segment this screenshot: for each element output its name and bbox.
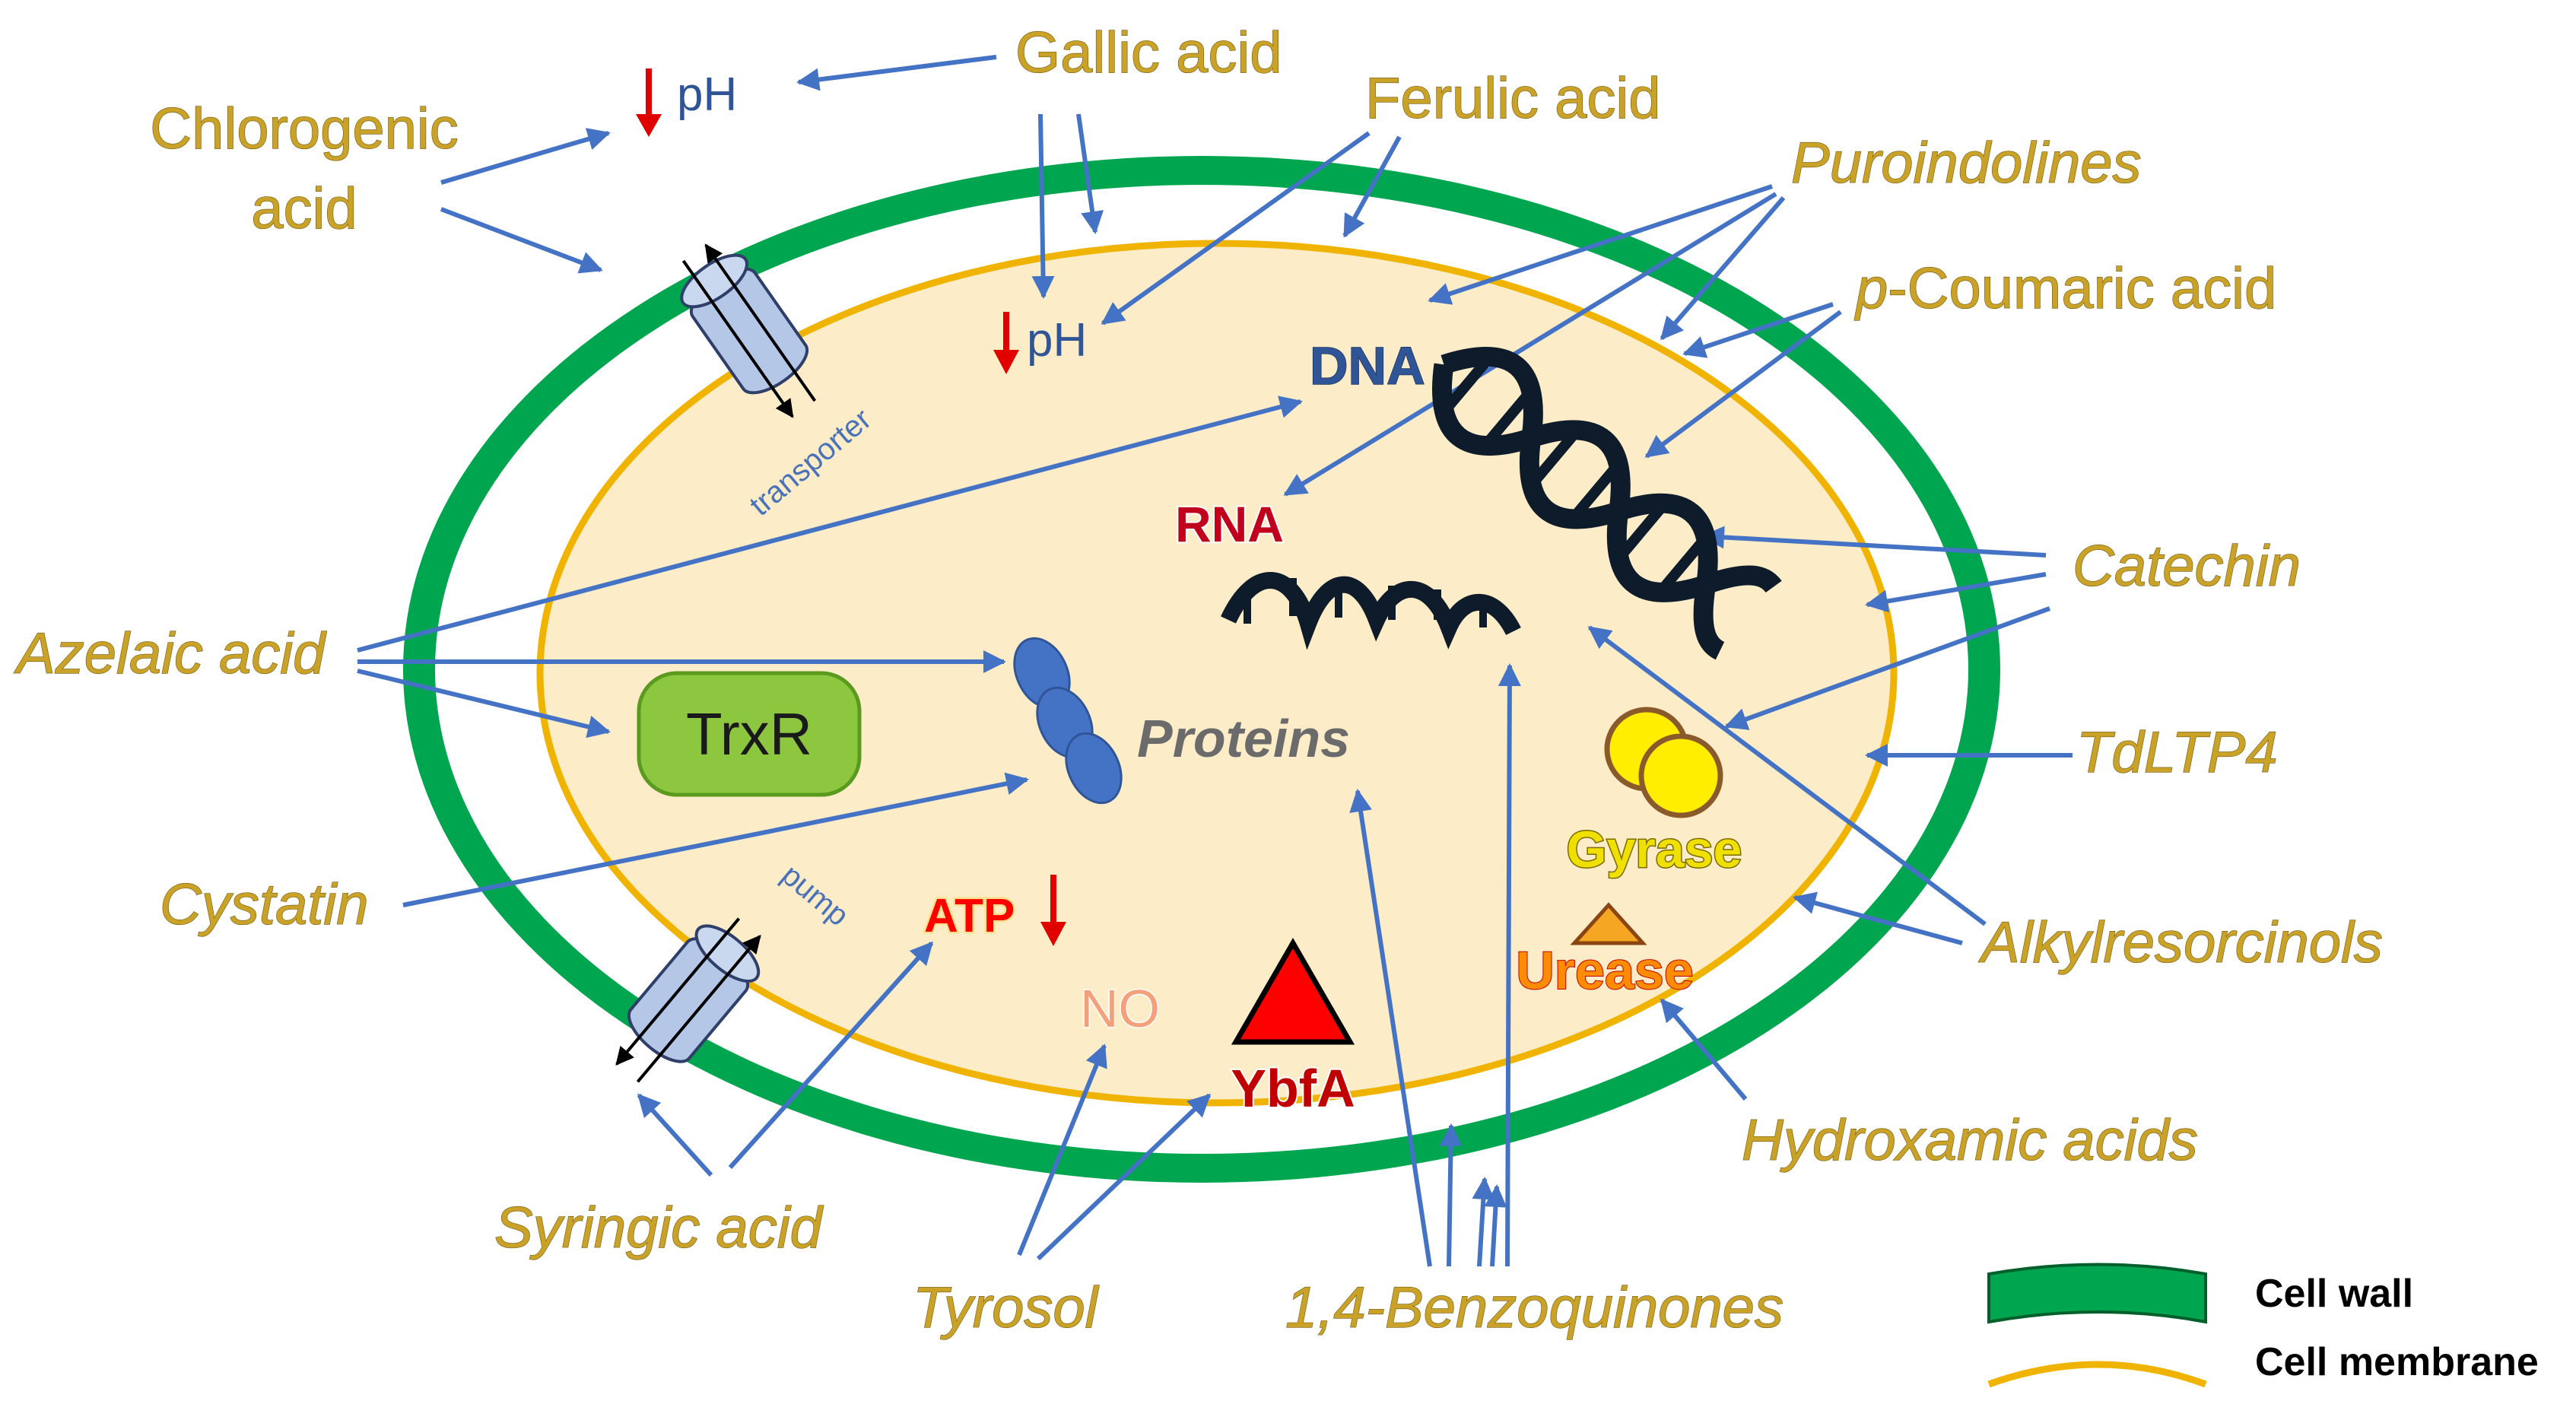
tyrosol-label: Tyrosol xyxy=(913,1275,1100,1340)
arrow-catechin-membrane xyxy=(1865,572,2047,613)
arrow-ferulic-ph xyxy=(1101,131,1371,326)
catechin-label: Catechin xyxy=(2073,534,2301,599)
arrow-puro-wall xyxy=(1660,196,1786,341)
arrow-coumaric-dna xyxy=(1644,310,1842,459)
arrow-tyrosol-no xyxy=(1017,1044,1107,1256)
urease-icon xyxy=(1570,902,1647,945)
no-label: NO xyxy=(1080,979,1160,1038)
chlorogenic-label-line1: Chlorogenic xyxy=(150,97,459,161)
urease-label: Urease xyxy=(1516,941,1694,1000)
transporter-icon xyxy=(680,243,817,418)
rna-strand-icon xyxy=(1221,572,1521,650)
legend: Cell wall Cell membrane xyxy=(1987,1263,2539,1388)
arrow-bq-rna xyxy=(1498,663,1521,1267)
p-coumaric-rest: -Coumaric acid xyxy=(1888,256,2276,321)
arrow-bq-wall-c xyxy=(1484,1184,1507,1267)
benzoquinones-label: 1,4-Benzoquinones xyxy=(1285,1275,1784,1340)
ph-inside-label: pH xyxy=(1027,314,1087,367)
arrow-alkyl-dna xyxy=(1587,625,1987,926)
legend-cell-wall-label: Cell wall xyxy=(2255,1272,2413,1316)
ybfa-label: YbfA xyxy=(1231,1059,1355,1118)
down-arrow-icon xyxy=(636,68,662,137)
arrow-syringic-pump xyxy=(637,1093,713,1177)
trxr-label: TrxR xyxy=(686,700,812,767)
legend-cell-membrane-swatch xyxy=(1987,1361,2207,1388)
arrow-gallic-wall xyxy=(1076,113,1104,234)
legend-cell-wall-swatch xyxy=(1987,1263,2207,1324)
proteins-label: Proteins xyxy=(1137,709,1350,768)
arrow-puro-rna xyxy=(1283,192,1777,497)
down-arrow-icon xyxy=(1040,875,1066,946)
arrow-gallic-ph-out xyxy=(796,55,997,91)
arrow-catechin-gyrase xyxy=(1724,606,2051,730)
arrow-chlorogenic-transporter xyxy=(440,207,603,274)
gyrase-label: Gyrase xyxy=(1567,821,1742,878)
arrow-hydroxamic-urease xyxy=(1660,998,1748,1101)
pump-icon xyxy=(615,917,761,1083)
arrow-alkyl-membrane xyxy=(1793,891,1963,945)
alkylresorcinols-label: Alkylresorcinols xyxy=(1978,910,2383,975)
syringic-acid-label: Syringic acid xyxy=(494,1196,824,1260)
ferulic-acid-label: Ferulic acid xyxy=(1365,66,1661,131)
p-coumaric-acid-label: p-Coumaric acid xyxy=(1854,256,2276,321)
arrow-ferulic-wall xyxy=(1342,135,1402,238)
arrow-coumaric-wall xyxy=(1682,302,1834,358)
atp-label: ATP xyxy=(924,890,1015,942)
protein-icon xyxy=(1013,637,1123,805)
arrow-puro-membrane xyxy=(1428,184,1773,305)
arrow-catechin-dna xyxy=(1701,526,2047,558)
ph-outside-label: pH xyxy=(677,68,737,121)
arrow-syringic-atp xyxy=(728,941,934,1170)
arrow-bq-wall-b xyxy=(1472,1177,1495,1267)
arrow-bq-wall-a xyxy=(1439,1123,1463,1267)
arrow-bq-proteins xyxy=(1349,789,1432,1267)
arrow-azelaic-trxr xyxy=(357,669,611,739)
arrows xyxy=(357,55,2073,1267)
azelaic-acid-label: Azelaic acid xyxy=(14,621,327,686)
hydroxamic-acids-label: Hydroxamic acids xyxy=(1742,1108,2198,1173)
legend-cell-membrane-label: Cell membrane xyxy=(2255,1340,2539,1384)
trxr-box xyxy=(637,671,862,797)
cystatin-label: Cystatin xyxy=(160,872,369,937)
dna-helix-icon xyxy=(1431,346,1782,660)
ybfa-icon xyxy=(1231,937,1355,1045)
p-coumaric-prefix: p xyxy=(1854,256,1888,321)
down-arrow-icon xyxy=(993,312,1019,374)
puroindolines-label: Puroindolines xyxy=(1791,131,2142,195)
rna-label: RNA xyxy=(1175,496,1284,552)
dna-label: DNA xyxy=(1310,336,1425,396)
arrow-cystatin-proteins xyxy=(402,772,1029,907)
chlorogenic-label-line2: acid xyxy=(251,176,357,241)
gallic-acid-label: Gallic acid xyxy=(1015,21,1282,85)
gyrase-icon xyxy=(1604,707,1723,818)
arrow-azelaic-dna xyxy=(357,396,1303,653)
arrow-tyrosol-ybfa xyxy=(1036,1093,1212,1261)
arrow-chlorogenic-ph xyxy=(440,128,611,185)
arrow-gallic-ph-in xyxy=(1031,113,1055,299)
tdltp4-label: TdLTP4 xyxy=(2076,720,2278,785)
